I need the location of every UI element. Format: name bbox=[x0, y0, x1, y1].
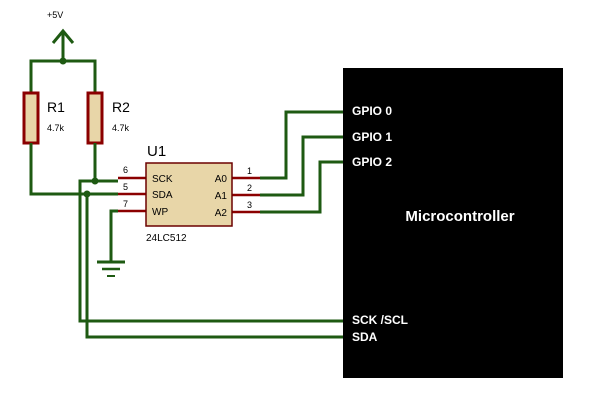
resistor-r1 bbox=[22, 91, 40, 145]
microcontroller-block bbox=[343, 68, 563, 378]
ground-icon bbox=[97, 260, 125, 277]
junction-dot bbox=[91, 177, 99, 185]
chip-ref: U1 bbox=[147, 143, 166, 160]
sda-pullup-wire bbox=[29, 143, 118, 196]
sda-bus-wire bbox=[85, 194, 343, 339]
a0-gpio0-wire bbox=[260, 110, 343, 180]
pullup-rail-wire bbox=[29, 59, 97, 93]
chip-pin-label: A0 bbox=[215, 174, 228, 185]
chip-pin-number: 1 bbox=[247, 166, 252, 176]
mcu-pin-gpio1: GPIO 1 bbox=[352, 130, 392, 144]
resistor-r2-value: 4.7k bbox=[112, 123, 130, 133]
chip-pin-label: SDA bbox=[152, 190, 173, 201]
mcu-pin-scl: SCK /SCL bbox=[352, 313, 408, 327]
microcontroller-title: Microcontroller bbox=[405, 208, 514, 225]
chip-pin-number: 6 bbox=[123, 165, 128, 175]
chip-pin-label: SCK bbox=[152, 174, 173, 185]
wp-ground-wire bbox=[109, 209, 118, 262]
chip-pin-number: 7 bbox=[123, 199, 128, 209]
junction-dot bbox=[59, 57, 67, 65]
a1-gpio1-wire bbox=[260, 135, 343, 197]
resistor-r2-ref: R2 bbox=[112, 99, 130, 115]
mcu-pin-gpio0: GPIO 0 bbox=[352, 104, 392, 118]
chip-pin-label: A2 bbox=[215, 208, 228, 219]
resistor-r2 bbox=[86, 91, 104, 145]
junction-dot bbox=[83, 190, 91, 198]
chip-pin-label: A1 bbox=[215, 191, 228, 202]
chip-pin-number: 5 bbox=[123, 182, 128, 192]
eeprom-chip-body bbox=[145, 162, 233, 227]
scl-pullup-wire bbox=[93, 143, 118, 183]
mcu-pin-sda: SDA bbox=[352, 330, 378, 344]
scl-bus-wire bbox=[78, 179, 343, 323]
a2-gpio2-wire bbox=[260, 160, 343, 214]
mcu-pin-gpio2: GPIO 2 bbox=[352, 155, 392, 169]
chip-pin-leads bbox=[118, 176, 260, 214]
chip-pin-label: WP bbox=[152, 207, 168, 218]
chip-pin-number: 2 bbox=[247, 183, 252, 193]
chip-part-number: 24LC512 bbox=[146, 233, 187, 244]
resistor-r1-ref: R1 bbox=[47, 99, 65, 115]
power-arrow-icon bbox=[51, 28, 75, 61]
chip-pin-number: 3 bbox=[247, 200, 252, 210]
power-label: +5V bbox=[47, 10, 63, 20]
resistor-r1-value: 4.7k bbox=[47, 123, 65, 133]
